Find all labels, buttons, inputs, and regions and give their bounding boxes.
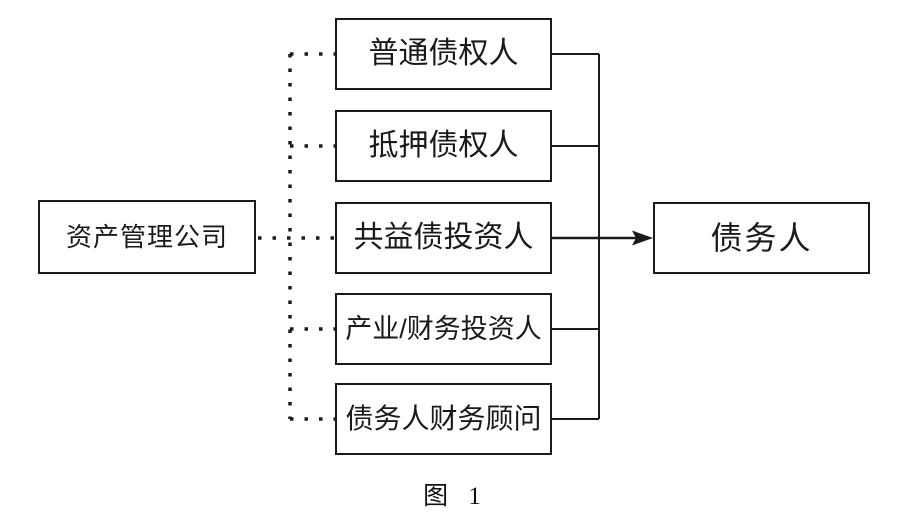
node-common-benefit-debt-investor: 共益债投资人: [335, 202, 552, 274]
node-asset-management-company: 资产管理公司: [38, 200, 256, 274]
node-label: 普通债权人: [368, 37, 519, 70]
solid-connectors: [550, 53, 636, 420]
arrow-head-icon: [632, 230, 653, 246]
node-ordinary-creditor: 普通债权人: [335, 18, 552, 90]
node-label: 抵押债权人: [368, 129, 519, 162]
node-mortgage-creditor: 抵押债权人: [335, 110, 552, 182]
node-debtor: 债务人: [653, 202, 870, 274]
node-label: 共益债投资人: [353, 221, 534, 254]
node-industrial-financial-investor: 产业/财务投资人: [335, 293, 552, 365]
figure-caption: 图 1: [423, 483, 481, 510]
node-label: 资产管理公司: [65, 222, 228, 252]
node-label: 债务人财务顾问: [345, 403, 542, 434]
node-debtor-financial-advisor: 债务人财务顾问: [335, 383, 552, 455]
node-label: 产业/财务投资人: [345, 313, 542, 344]
dotted-connectors: [258, 52, 336, 421]
node-label: 债务人: [710, 220, 813, 256]
